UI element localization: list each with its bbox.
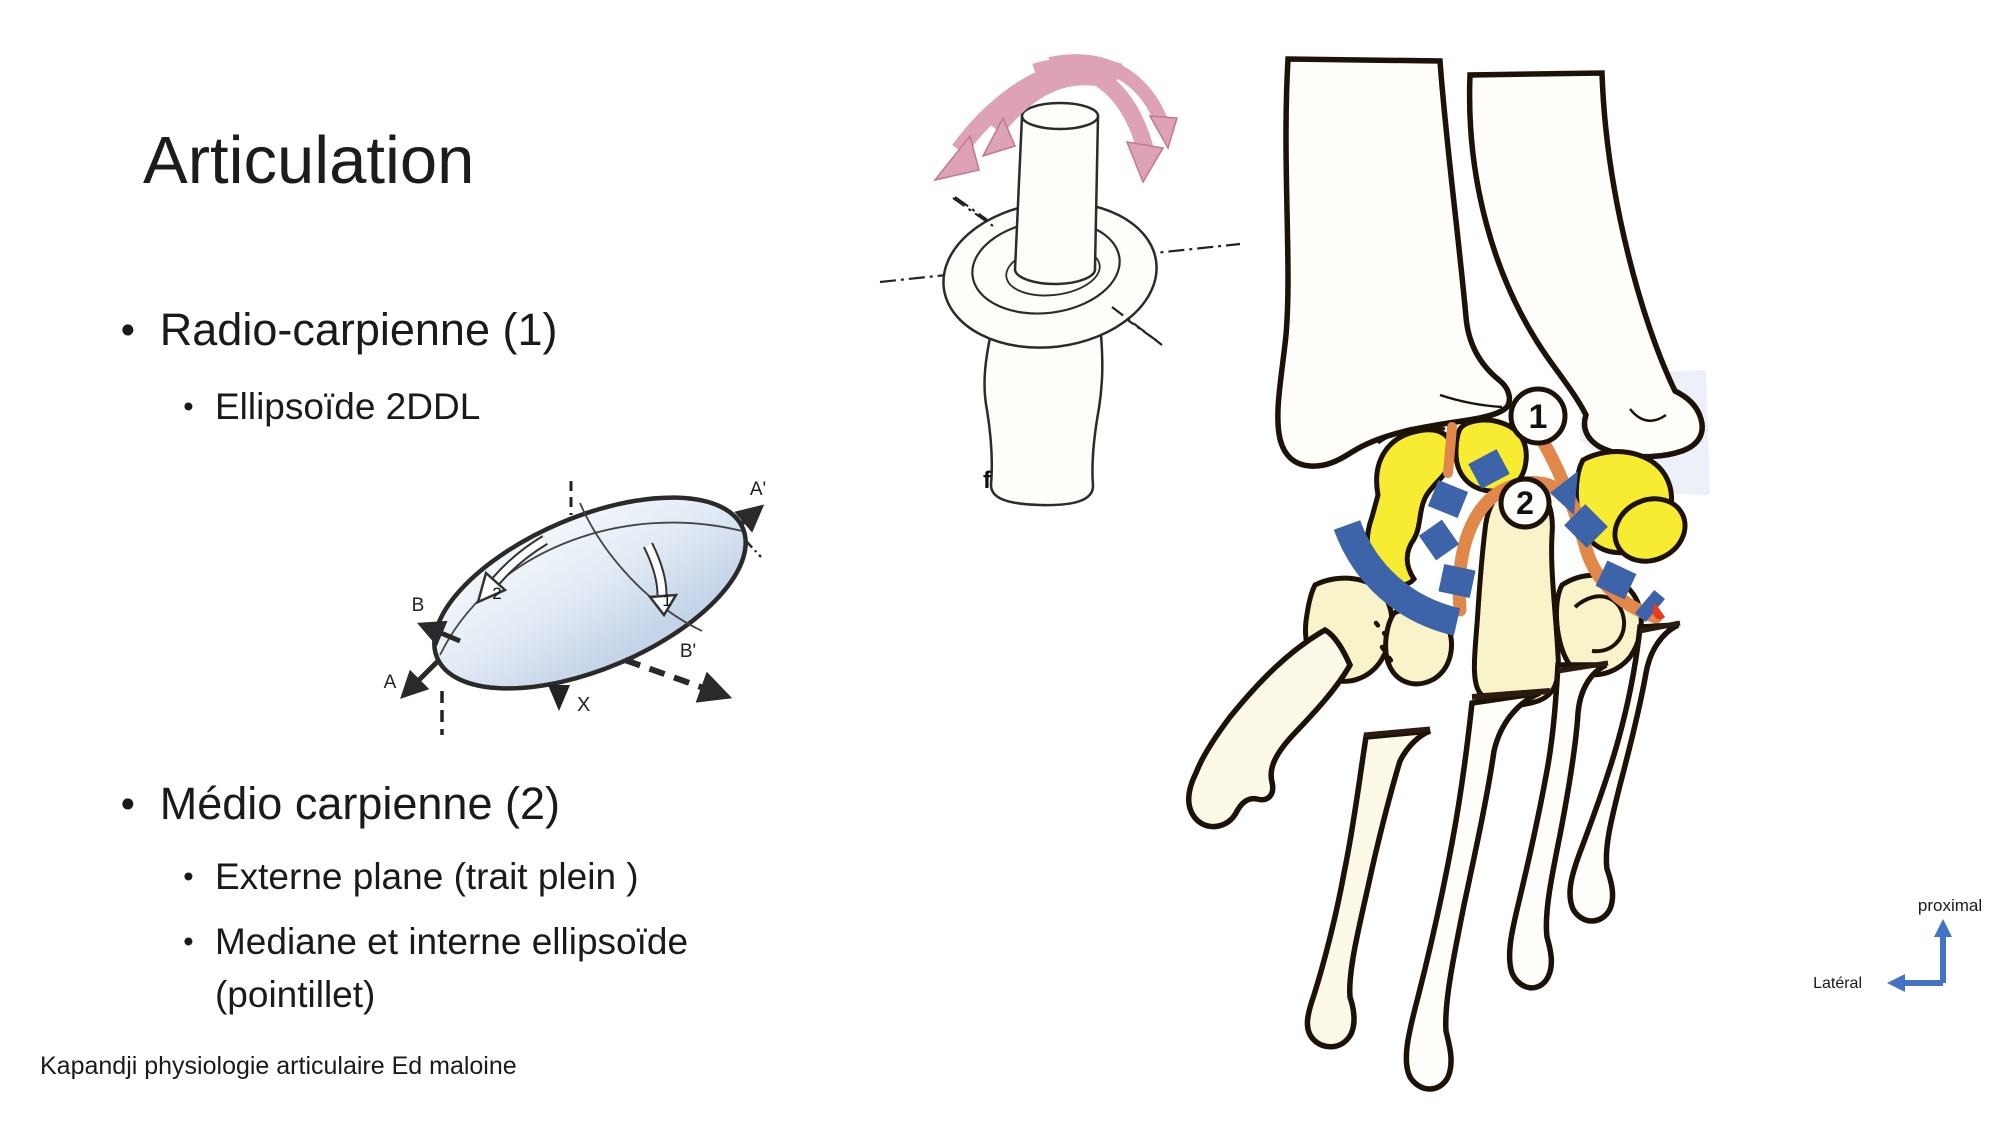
label-b: B — [412, 595, 425, 616]
sub-bullet-externe-plane-label: Externe plane (trait plein ) — [214, 856, 639, 897]
page-title: Articulation — [143, 123, 475, 198]
metacarpal-5 — [1567, 622, 1680, 924]
scapholunate-joint-line — [1443, 422, 1457, 478]
label-x: X — [577, 694, 590, 716]
dotted-capsule-line — [1373, 620, 1397, 668]
blue-dash-2 — [1427, 480, 1469, 518]
blue-arrowhead — [1550, 471, 1578, 515]
sub-bullet-ellipsoide: • Ellipsoïde 2DDL — [182, 386, 480, 428]
arrow1-shaft — [644, 543, 666, 596]
bullet-medio-carpienne-label: Médio carpienne (2) — [159, 778, 560, 829]
blue-dash-7 — [1634, 590, 1666, 622]
blue-dash-4 — [1438, 563, 1476, 599]
axis-stub-right — [1111, 306, 1163, 346]
ulna-styloid-line — [1629, 408, 1667, 422]
a-axis-arrow — [400, 659, 440, 699]
condyle-joint-figure: f — [879, 54, 1241, 507]
a-prime-axis-arrow — [734, 504, 765, 533]
pink-arrowhead-inner-right — [1148, 115, 1178, 150]
meridian-transverse — [579, 502, 703, 632]
pedestal — [983, 326, 1104, 507]
cmc-joint-line-3 — [1471, 688, 1551, 700]
sub-bullet-mediane-interne: • Mediane et interne ellipsoïde (pointil… — [182, 916, 722, 1021]
compass-left-arrowhead — [1887, 974, 1905, 992]
mediocarpal-arc-dashed — [1418, 449, 1666, 622]
cylinder-top — [1020, 101, 1100, 131]
reference-footer: Kapandji physiologie articulaire Ed malo… — [40, 1052, 517, 1080]
red-mark — [1652, 603, 1665, 620]
marker-circle-2 — [1498, 476, 1552, 530]
metacarpal-2 — [1304, 728, 1432, 1050]
marker-circle-1 — [1508, 386, 1568, 446]
arrow2-head — [476, 570, 508, 605]
pink-arrowhead-inner-left — [981, 116, 1017, 158]
radius-contour-line — [1439, 393, 1503, 409]
marker-1-label: 1 — [1529, 398, 1548, 436]
wrist-figure: 1 2 proximal Latéral — [1186, 56, 1982, 1092]
sub-bullet-mediane-interne-label: Mediane et interne ellipsoïde (pointille… — [214, 921, 689, 1015]
compass-proximal-label: proximal — [1918, 896, 1982, 915]
capsule-arc — [1377, 425, 1446, 445]
b-axis-arrow — [416, 620, 461, 647]
arrow2-label: 2 — [492, 584, 501, 603]
bullet-dot: • — [120, 306, 135, 353]
sub-bullet-externe-plane: • Externe plane (trait plein ) — [182, 856, 639, 898]
pink-arrowhead-outer-left — [933, 134, 980, 182]
label-b-prime: B' — [680, 641, 696, 662]
compass-up-arrowhead — [1934, 919, 1952, 937]
arrow2-shaft — [493, 536, 547, 584]
bullet-radio-carpienne-label: Radio-carpienne (1) — [159, 304, 558, 355]
bullet-dot: • — [183, 390, 194, 423]
bullet-dot: • — [183, 860, 194, 893]
arrow1-label: 1 — [662, 591, 671, 610]
cmc-joint-line-5 — [1639, 620, 1681, 634]
metacarpal-1 — [1186, 626, 1354, 830]
orientation-compass: proximal Latéral — [1813, 896, 1982, 992]
metacarpal-3 — [1403, 690, 1542, 1092]
pisiform-bone — [1612, 496, 1688, 564]
blue-dash-5 — [1564, 504, 1608, 548]
cmc-joint-line-4 — [1557, 660, 1609, 674]
cylinder-body — [1013, 114, 1100, 286]
cmc-joint-line-2 — [1363, 726, 1431, 738]
label-a: A — [384, 672, 397, 693]
meridian-long — [439, 521, 743, 656]
a-prime-dashdot — [745, 540, 762, 558]
b-prime-axis-arrow — [623, 657, 733, 703]
bullet-dot: • — [120, 780, 135, 827]
blue-dash-3 — [1418, 519, 1460, 561]
ellipsoid-figure: 2 1 A B B' A' X — [384, 479, 766, 735]
label-a-prime: A' — [750, 479, 766, 500]
bullet-radio-carpienne: • Radio-carpienne (1) — [120, 304, 558, 356]
x-arrowhead — [548, 685, 570, 711]
pink-arc-inner-right — [1048, 54, 1170, 129]
blue-dash-1 — [1468, 449, 1510, 489]
axis-stub-left — [952, 197, 994, 227]
pink-arrowhead-outer-right — [1125, 141, 1165, 184]
blue-dash-6 — [1595, 560, 1637, 600]
sub-bullet-ellipsoide-label: Ellipsoïde 2DDL — [214, 386, 481, 427]
figure-f-label: f — [983, 467, 992, 494]
hamate-hook — [1573, 594, 1627, 654]
ellipsoid-body — [432, 495, 748, 691]
marker-2-label: 2 — [1516, 485, 1534, 521]
compass-lateral-label: Latéral — [1813, 975, 1862, 992]
mediocarpal-arc-solid — [1333, 519, 1461, 636]
metacarpal-4 — [1506, 662, 1608, 991]
bullet-dot: • — [183, 925, 194, 959]
flexion-arrows-group — [933, 54, 1178, 184]
bullet-medio-carpienne: • Médio carpienne (2) — [120, 778, 560, 830]
arrow1-head — [647, 593, 679, 618]
